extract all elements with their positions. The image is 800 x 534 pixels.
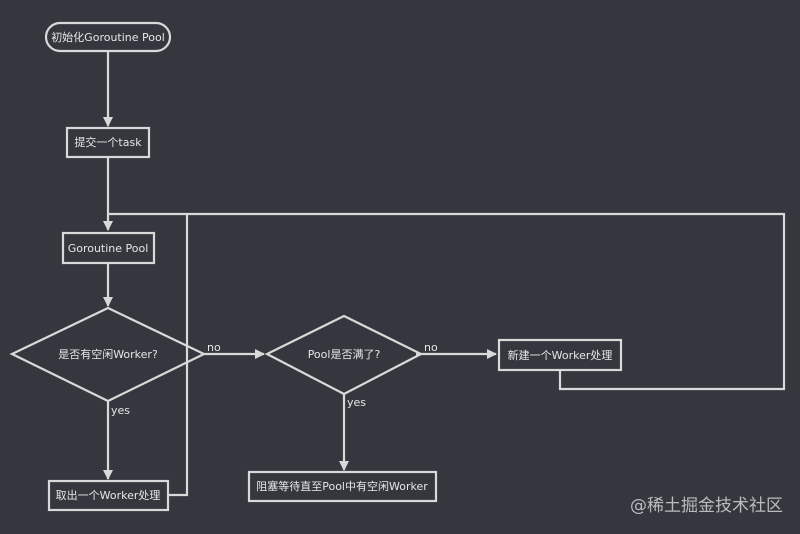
has-idle-worker-decision — [9, 306, 207, 403]
pool-full-label: Pool是否满了? — [308, 348, 381, 361]
edge-label-idle-no: no — [207, 341, 221, 354]
goroutine-pool-label: Goroutine Pool — [68, 242, 149, 255]
block-wait-label: 阻塞等待直至Pool中有空闲Worker — [256, 479, 428, 493]
edge-labels: no yes no yes — [111, 341, 438, 417]
submit-task-node — [65, 126, 151, 159]
new-worker-node — [497, 338, 623, 372]
edge-label-full-yes: yes — [347, 396, 366, 409]
edge-take-worker-loop-back — [168, 214, 189, 497]
start-label: 初始化Goroutine Pool — [51, 30, 165, 44]
start-node — [44, 21, 172, 53]
pool-full-decision — [264, 314, 424, 396]
watermark-text: @稀土掘金技术社区 — [630, 496, 783, 516]
goroutine-pool-node — [61, 231, 156, 265]
edges — [103, 51, 786, 497]
nodes — [9, 21, 623, 512]
submit-task-label: 提交一个task — [74, 135, 142, 149]
node-labels: 初始化Goroutine Pool 提交一个task Goroutine Poo… — [51, 30, 612, 502]
take-worker-label: 取出一个Worker处理 — [56, 488, 161, 502]
has-idle-worker-label: 是否有空闲Worker? — [58, 347, 158, 361]
edge-label-full-no: no — [424, 341, 438, 354]
edge-label-idle-yes: yes — [111, 404, 130, 417]
edge-new-worker-loop-back — [108, 212, 786, 391]
take-worker-node — [47, 479, 170, 512]
new-worker-label: 新建一个Worker处理 — [508, 348, 613, 362]
block-wait-node — [247, 470, 438, 503]
